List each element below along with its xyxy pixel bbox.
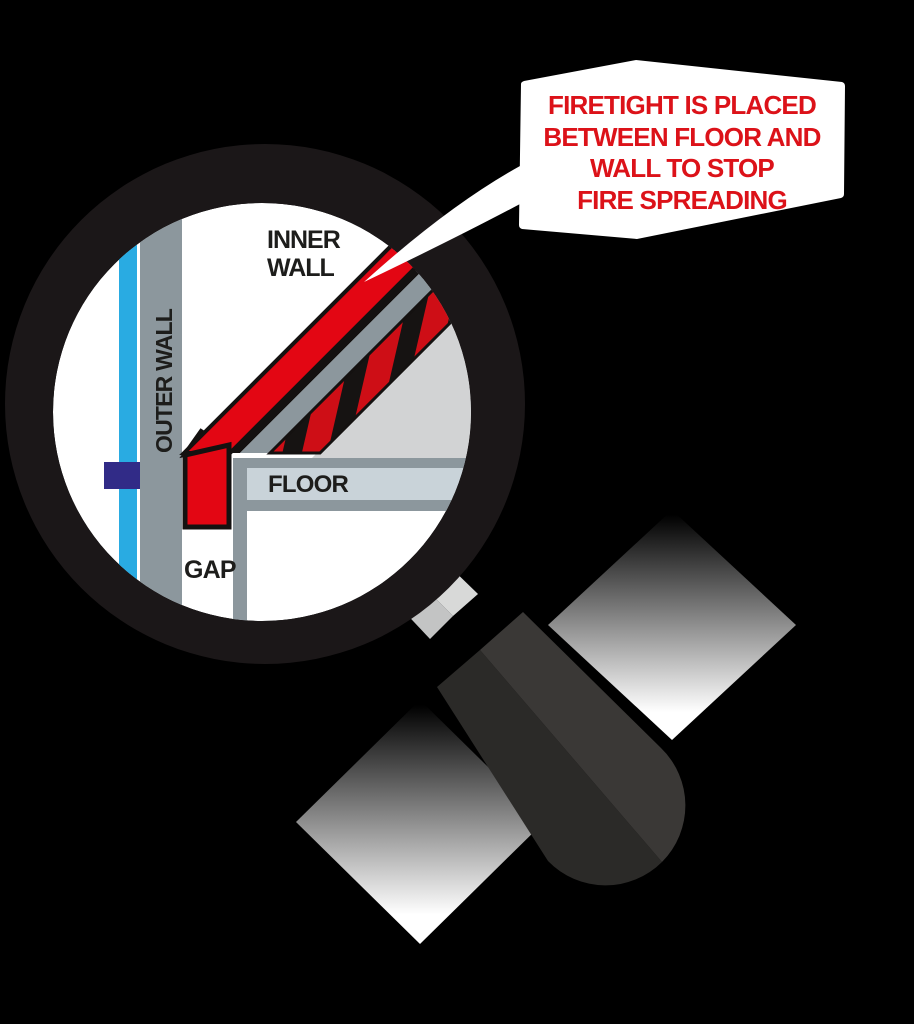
inner-wall-label-line1: INNER [267, 226, 341, 254]
cavity-blue-strip [119, 203, 137, 621]
membrane-navy-block [104, 462, 143, 489]
bubble-text-line1: FIRETIGHT IS PLACED [548, 90, 816, 120]
floor-support-column [233, 458, 247, 621]
floor-label: FLOOR [268, 471, 348, 498]
glare-band-upper [548, 510, 796, 740]
firetight-seal-front [182, 441, 232, 530]
magnifier-handle [437, 612, 686, 886]
floor-top-strip [233, 458, 471, 468]
inner-wall-label-line2: WALL [267, 254, 335, 282]
outer-wall-label: OUTER WALL [151, 308, 177, 453]
bubble-text-line2: BETWEEN FLOOR AND [543, 122, 820, 152]
bubble-text-line4: FIRE SPREADING [577, 185, 787, 215]
floor-band [247, 468, 471, 500]
floor-bottom-strip [233, 500, 471, 511]
speech-bubble: FIRETIGHT IS PLACED BETWEEN FLOOR AND WA… [364, 60, 845, 282]
speech-bubble-body [519, 60, 845, 239]
outer-wall-bar [140, 203, 182, 621]
handle-shade-dark [437, 650, 662, 886]
bubble-text-line3: WALL TO STOP [590, 153, 774, 183]
speech-bubble-tail [364, 166, 520, 282]
inner-wall-gray-band [240, 233, 460, 453]
glare-band-lower [296, 700, 544, 944]
handle-shade-light [480, 612, 686, 862]
gap-label: GAP [184, 556, 236, 584]
